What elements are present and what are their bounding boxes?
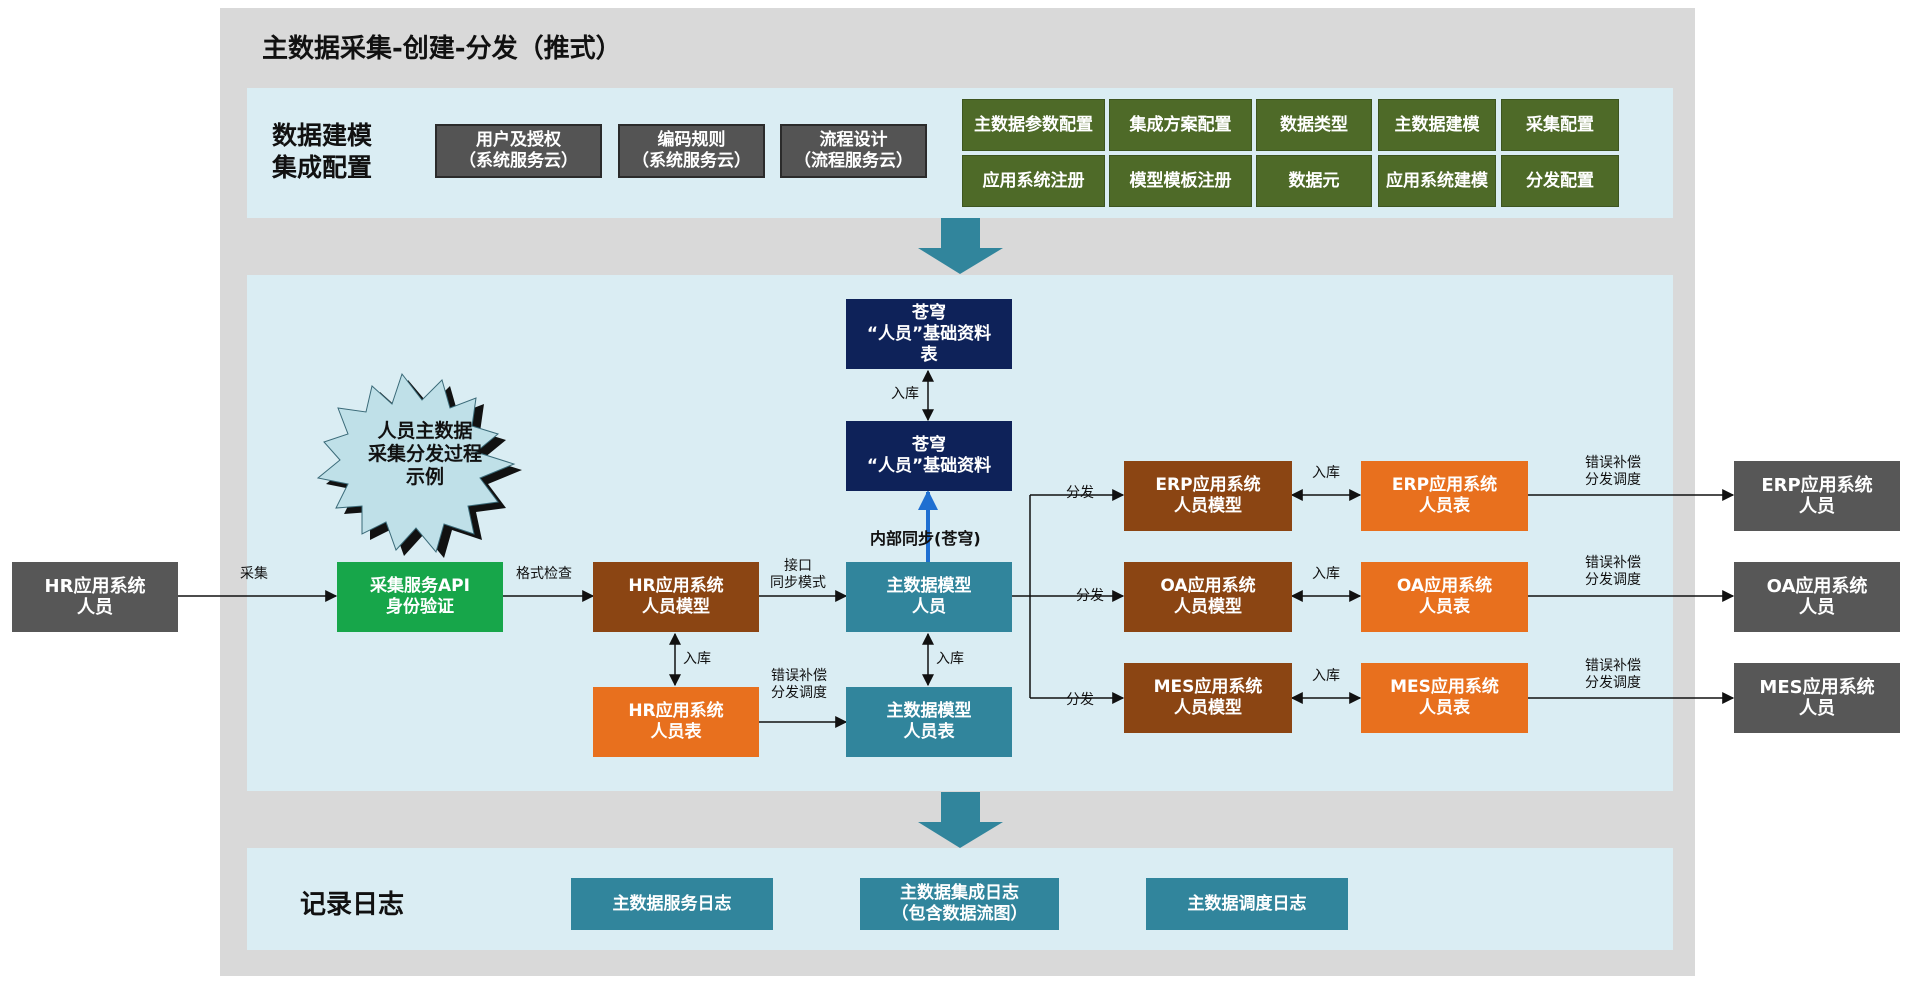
hr-table-box[interactable]: HR应用系统 人员表: [593, 687, 759, 757]
config-item-template-register[interactable]: 模型模板注册: [1109, 155, 1252, 207]
oa-err-label: 错误补偿 分发调度: [1585, 555, 1641, 588]
mes-err-label: 错误补偿 分发调度: [1585, 658, 1641, 691]
oa-model-box[interactable]: OA应用系统 人员模型: [1124, 562, 1292, 632]
oa-table-box[interactable]: OA应用系统 人员表: [1361, 562, 1528, 632]
cangqiong-data-box[interactable]: 苍穹 “人员”基础资料: [846, 421, 1012, 491]
master-store-label: 入库: [936, 651, 964, 667]
erp-err-label: 错误补偿 分发调度: [1585, 455, 1641, 488]
api-box[interactable]: 采集服务API 身份验证: [337, 562, 503, 632]
hr-source-box[interactable]: HR应用系统 人员: [12, 562, 178, 632]
logs-heading: 记录日志: [300, 890, 405, 920]
config-item-collect-config[interactable]: 采集配置: [1501, 99, 1619, 151]
mes-store-label: 入库: [1312, 668, 1340, 684]
mes-model-box[interactable]: MES应用系统 人员模型: [1124, 663, 1292, 733]
down-arrow-logs: [918, 792, 1003, 848]
erp-dest-box[interactable]: ERP应用系统 人员: [1734, 461, 1900, 531]
down-arrow-config: [918, 218, 1003, 274]
config-item-master-params[interactable]: 主数据参数配置: [962, 99, 1105, 151]
service-process-design[interactable]: 流程设计 （流程服务云）: [780, 124, 927, 178]
mes-table-box[interactable]: MES应用系统 人员表: [1361, 663, 1528, 733]
hr-store-label: 入库: [683, 651, 711, 667]
internal-sync-label: 内部同步(苍穹): [870, 529, 981, 548]
config-item-app-register[interactable]: 应用系统注册: [962, 155, 1105, 207]
dist-label-oa: 分发: [1076, 588, 1104, 604]
erp-model-box[interactable]: ERP应用系统 人员模型: [1124, 461, 1292, 531]
config-item-dist-config[interactable]: 分发配置: [1501, 155, 1619, 207]
starburst-text: 人员主数据 采集分发过程 示例: [367, 420, 482, 488]
log-integration[interactable]: 主数据集成日志 （包含数据流图）: [860, 878, 1059, 930]
master-table-box[interactable]: 主数据模型 人员表: [846, 687, 1012, 757]
cangqiong-store-label: 入库: [891, 386, 919, 402]
config-item-integration-plan[interactable]: 集成方案配置: [1109, 99, 1252, 151]
page-title: 主数据采集-创建-分发（推式）: [262, 34, 622, 64]
config-item-app-modeling[interactable]: 应用系统建模: [1378, 155, 1496, 207]
config-item-data-element[interactable]: 数据元: [1256, 155, 1372, 207]
mes-dest-box[interactable]: MES应用系统 人员: [1734, 663, 1900, 733]
service-code-rules[interactable]: 编码规则 （系统服务云）: [618, 124, 765, 178]
log-schedule[interactable]: 主数据调度日志: [1146, 878, 1348, 930]
collect-label: 采集: [240, 566, 268, 582]
dist-label-mes: 分发: [1066, 692, 1094, 708]
format-check-label: 格式检查: [516, 566, 572, 582]
config-item-data-types[interactable]: 数据类型: [1256, 99, 1372, 151]
config-item-master-modeling[interactable]: 主数据建模: [1378, 99, 1496, 151]
hr-err-label: 错误补偿 分发调度: [771, 668, 827, 701]
hr-model-box[interactable]: HR应用系统 人员模型: [593, 562, 759, 632]
interface-sync-label: 接口 同步模式: [770, 558, 826, 591]
oa-store-label: 入库: [1312, 566, 1340, 582]
erp-store-label: 入库: [1312, 465, 1340, 481]
oa-dest-box[interactable]: OA应用系统 人员: [1734, 562, 1900, 632]
master-model-box[interactable]: 主数据模型 人员: [846, 562, 1012, 632]
cangqiong-table-box[interactable]: 苍穹 “人员”基础资料 表: [846, 299, 1012, 369]
log-service[interactable]: 主数据服务日志: [571, 878, 773, 930]
dist-label-erp: 分发: [1066, 485, 1094, 501]
service-user-auth[interactable]: 用户及授权 （系统服务云）: [435, 124, 602, 178]
erp-table-box[interactable]: ERP应用系统 人员表: [1361, 461, 1528, 531]
starburst-fill: [316, 372, 516, 554]
config-heading: 数据建模 集成配置: [272, 121, 373, 182]
